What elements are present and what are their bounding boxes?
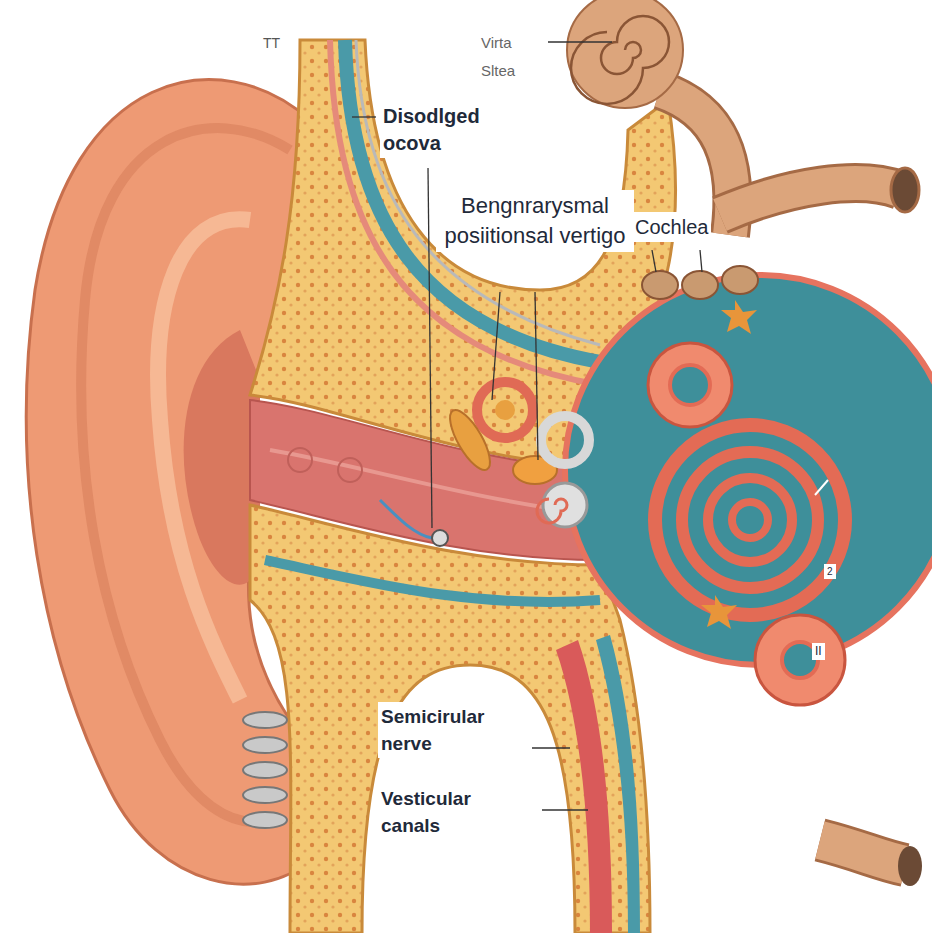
condition-label: Bengnrarysmal posiitionsal vertigo xyxy=(436,190,634,252)
ossicle-ring xyxy=(541,416,589,464)
nerve-bundle xyxy=(722,266,758,294)
canal-mark xyxy=(338,458,362,482)
coil-segment xyxy=(243,787,287,803)
cochlea-spiral xyxy=(571,16,669,104)
spiral-ring xyxy=(708,478,792,562)
part-label: Virta Sltea xyxy=(478,28,546,86)
star-mark xyxy=(701,595,737,629)
part-label: Cochlea xyxy=(632,212,711,242)
tube-opening xyxy=(891,168,919,212)
callout-number: II xyxy=(812,643,825,660)
callout-number: 2 xyxy=(824,564,836,579)
ossicle-ring xyxy=(543,483,587,527)
canal-layer xyxy=(265,560,600,602)
tube-opening xyxy=(898,846,922,886)
canal-mark xyxy=(288,448,312,472)
inner-ear-disc xyxy=(565,275,932,665)
cochlea-shell xyxy=(567,0,683,108)
corner-mark: TT xyxy=(260,33,283,53)
nerve-bundle xyxy=(682,271,718,299)
leader-line xyxy=(700,250,702,272)
part-label: Semicirular nerve xyxy=(378,702,528,758)
leader-line xyxy=(542,809,588,810)
cochlea-tube xyxy=(720,183,900,215)
leader-line xyxy=(652,250,656,272)
eustachian-tube-outline xyxy=(820,840,905,865)
nerve-strip xyxy=(596,635,640,933)
ossicle xyxy=(495,400,515,420)
ossicle-ring xyxy=(477,382,533,438)
ear-canal xyxy=(250,400,600,560)
ring-organ xyxy=(648,343,732,427)
ossicle xyxy=(443,405,498,476)
spiral-line xyxy=(537,499,567,523)
leader-line xyxy=(492,292,500,400)
leader-line xyxy=(548,41,612,42)
spiral-ring xyxy=(682,452,818,588)
eardrum-ring xyxy=(432,530,448,546)
leader-line xyxy=(532,747,570,748)
leader-line xyxy=(428,168,432,528)
spiral-ring xyxy=(655,425,845,615)
eustachian-tube xyxy=(820,840,905,865)
leader-line xyxy=(535,292,538,460)
leader-line xyxy=(352,116,376,117)
part-label: Vesticular canals xyxy=(378,784,538,840)
coil-segment xyxy=(243,737,287,753)
coil-segment xyxy=(243,762,287,778)
ring-organ xyxy=(670,365,710,405)
nerve-bundle xyxy=(642,271,678,299)
coil-segment xyxy=(243,812,287,828)
cochlea-tube-outline xyxy=(720,183,900,215)
membrane-line xyxy=(380,500,432,538)
coil-segment xyxy=(243,712,287,728)
tick-mark xyxy=(815,480,828,495)
nerve-strip xyxy=(556,640,612,933)
spiral-ring xyxy=(732,502,768,538)
star-mark xyxy=(721,300,757,334)
ring-organ xyxy=(755,615,845,705)
part-label: Disodlged ocova xyxy=(380,102,516,158)
